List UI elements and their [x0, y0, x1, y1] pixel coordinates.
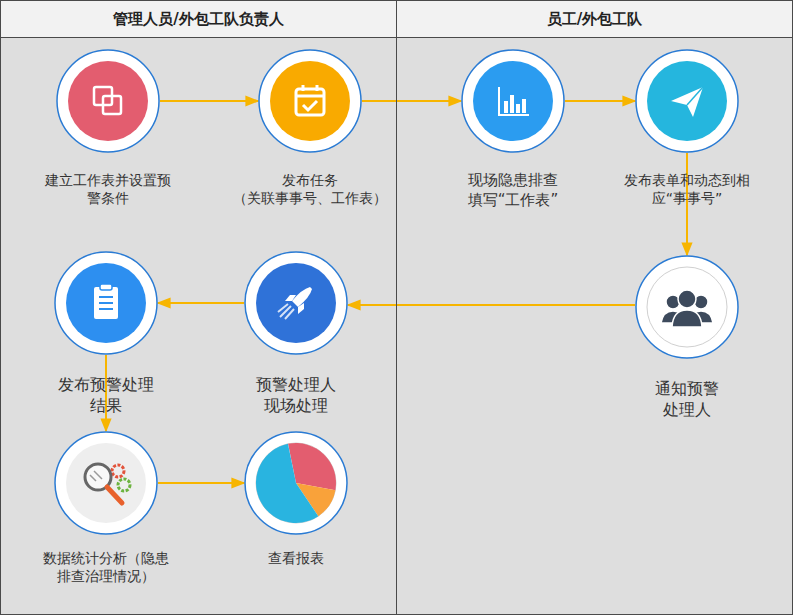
icon [296, 85, 324, 115]
step-icon [244, 431, 348, 535]
icon [256, 443, 336, 523]
flow-arrow [348, 304, 635, 306]
icon [499, 87, 529, 115]
step-label: 发布预警处理 结果 [56, 375, 156, 417]
flow-arrow [158, 302, 244, 304]
step-icon [461, 49, 565, 153]
swimlane: 员工/外包工队现场隐患排查 填写“工作表” 发布表单和动态到相 应“事事号” 通知预… [396, 0, 793, 615]
step-icon [54, 431, 158, 535]
step-label: 预警处理人 现场处理 [254, 375, 338, 417]
step-circle: 发布任务 （关联事事号、工作表） [258, 49, 362, 153]
step-label: 通知预警 处理人 [653, 379, 721, 421]
step-icon [258, 49, 362, 153]
icon [661, 290, 713, 327]
step-label: 发布任务 （关联事事号、工作表） [231, 171, 389, 207]
step-label: 数据统计分析（隐患 排查治理情况） [41, 549, 171, 585]
step-label: 现场隐患排查 填写“工作表” [466, 171, 561, 210]
flow-arrow [160, 100, 258, 102]
step-label: 查看报表 [266, 549, 326, 567]
lane-header: 员工/外包工队 [397, 1, 792, 38]
swimlane: 管理人员/外包工队负责人建立工作表并设置预 警条件发布任务 （关联事事号、工作表… [0, 0, 397, 615]
step-icon [54, 251, 158, 355]
step-label: 建立工作表并设置预 警条件 [43, 171, 173, 207]
icon [94, 284, 118, 319]
step-circle: 建立工作表并设置预 警条件 [56, 49, 160, 153]
step-circle: 通知预警 处理人 [635, 255, 739, 359]
step-circle: 发布预警处理 结果 [54, 251, 158, 355]
step-circle: 预警处理人 现场处理 [244, 251, 348, 355]
icon [671, 87, 703, 117]
flow-arrow [565, 100, 635, 102]
icon [94, 87, 121, 114]
step-icon [635, 49, 739, 153]
step-circle: 数据统计分析（隐患 排查治理情况） [54, 431, 158, 535]
icon [278, 287, 312, 319]
step-circle: 现场隐患排查 填写“工作表” [461, 49, 565, 153]
step-icon [56, 49, 160, 153]
icon [85, 464, 130, 503]
step-icon [244, 251, 348, 355]
step-icon [635, 255, 739, 359]
flow-arrow [158, 482, 244, 484]
step-label: 发布表单和动态到相 应“事事号” [622, 171, 752, 207]
step-circle: 查看报表 [244, 431, 348, 535]
flow-arrow [362, 100, 461, 102]
step-circle: 发布表单和动态到相 应“事事号” [635, 49, 739, 153]
lane-header: 管理人员/外包工队负责人 [1, 1, 396, 38]
